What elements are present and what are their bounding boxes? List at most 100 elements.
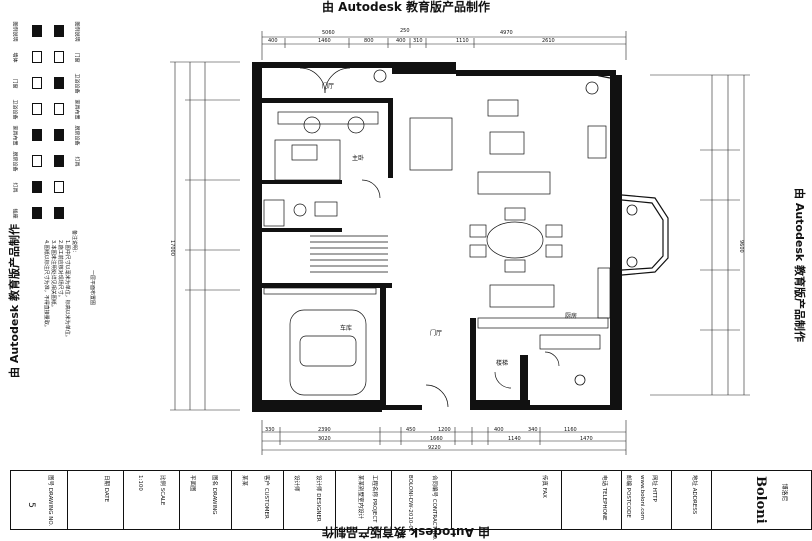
chair-shape: [303, 116, 321, 134]
room-label-entry: 门厅: [322, 82, 334, 90]
armchair-shape: [487, 99, 519, 117]
dim-text: 2610: [542, 38, 555, 44]
tb-value: 平面图: [189, 475, 195, 492]
dim-text: 400: [494, 427, 504, 433]
tb-label: 日期 DATE: [103, 475, 109, 503]
toilet-shape: [293, 203, 307, 217]
legend-symbol-icon: [32, 103, 42, 115]
plant-icon: [574, 374, 586, 386]
dim-text: 2390: [318, 427, 331, 433]
tb-label: 邮编 POSTCODE: [625, 475, 631, 518]
dim-text: 3020: [318, 436, 331, 442]
dim-text: 9220: [428, 445, 441, 451]
title-block: 图号 DRAWING NO. 日期 DATE 比例 SCALE 1:100 图名…: [10, 470, 812, 541]
tb-label: 工程名称 PROJECT: [371, 475, 377, 523]
wall-south-east: [530, 405, 610, 410]
legend-symbol-icon: [54, 103, 64, 115]
legend-symbol-icon: [32, 77, 42, 89]
wall-south-mid: [382, 405, 422, 410]
dim-text: 1460: [318, 38, 331, 44]
counter-shape: [597, 267, 611, 319]
wall-east: [610, 75, 622, 410]
wall-garage-north: [262, 283, 392, 288]
tb-label: 客户 CUSTOMER: [263, 475, 269, 519]
legend-symbol-icon: [54, 129, 64, 141]
dim-text: 400: [396, 38, 406, 44]
dim-text: 1140: [508, 436, 521, 442]
tb-cell-http: 网址 HTTP www.boloni.com 邮编 POSTCODE: [621, 471, 672, 529]
page-number: 5: [25, 502, 36, 508]
tb-value: 1:100: [137, 475, 143, 491]
tb-label: 图名 DRAWING: [211, 475, 217, 515]
dim-text: 310: [413, 38, 423, 44]
island-shape: [489, 284, 555, 308]
dim-text: 5060: [322, 30, 335, 36]
tb-cell-drawing: 图名 DRAWING 平面图: [179, 471, 232, 529]
dim-text: 340: [528, 427, 538, 433]
wall-closet: [520, 355, 528, 405]
tb-cell-designer: 设计师 DESIGNER 设计师: [283, 471, 336, 529]
dining-chair-shape: [545, 244, 563, 258]
dim-text: 9600: [738, 240, 744, 253]
room-label-bedroom: 主卧: [352, 154, 364, 162]
dim-text: 1470: [580, 436, 593, 442]
bed-shape: [274, 139, 341, 181]
legend-symbol-col: [30, 18, 44, 226]
wall-north-east: [456, 70, 616, 76]
plant-icon: [626, 256, 638, 268]
tb-cell-phone: 电话 TELEPHONE: [561, 471, 622, 529]
wall-north-mid: [392, 62, 456, 74]
legend-panel: 图例说明 墙体 门窗 卫浴设备 家具布置 厨房设备 灯具 插座: [8, 18, 88, 398]
tb-value: 某某别墅室内设计: [357, 475, 363, 520]
dining-chair-shape: [469, 244, 487, 258]
dim-text: 800: [364, 38, 374, 44]
tb-label: 网址 HTTP: [651, 475, 657, 502]
dining-chair-shape: [504, 207, 526, 221]
tb-label: 设计师 DESIGNER: [315, 475, 321, 522]
dim-text: 1110: [456, 38, 469, 44]
legend-symbol-icon: [54, 51, 64, 63]
wall-hall-west: [470, 318, 476, 408]
legend-symbol-icon: [54, 207, 64, 219]
legend-symbol-icon: [32, 155, 42, 167]
sofa-shape: [409, 117, 453, 171]
desk-shape: [277, 111, 379, 125]
room-label-stair: 楼梯: [496, 359, 508, 367]
dim-text: 250: [400, 28, 410, 34]
wardrobe-shape: [539, 334, 601, 350]
tb-value: BOLONI-DW-2010-01: [407, 475, 413, 533]
dim-text: 4970: [500, 30, 513, 36]
tb-cell-date: 日期 DATE: [67, 471, 124, 529]
plant-icon: [585, 81, 599, 95]
dim-text: 1200: [438, 427, 451, 433]
wall-south-garage: [252, 400, 382, 412]
legend-symbol-icon: [32, 51, 42, 63]
dim-text: 330: [265, 427, 275, 433]
wall-entry-bedroom: [262, 98, 392, 103]
sofa-shape: [477, 171, 551, 195]
tb-cell-customer: 客户 CUSTOMER 某某: [231, 471, 284, 529]
tb-cell-drawing-no: 图号 DRAWING NO.: [11, 471, 68, 529]
car-shape: [289, 309, 367, 396]
tb-label: 传真 FAX: [541, 475, 547, 498]
vanity-shape: [314, 201, 338, 217]
dimension-lines: [170, 31, 750, 455]
brand-logo: Boloni: [753, 476, 768, 524]
wall-bedroom-south: [262, 180, 342, 184]
tb-label: 电话 TELEPHONE: [601, 475, 607, 521]
dim-text: 1160: [564, 427, 577, 433]
garage-shelf-shape: [263, 287, 377, 295]
dim-text: 450: [406, 427, 416, 433]
table-shape: [489, 131, 525, 155]
walls: [252, 62, 622, 412]
stair-treads: [310, 235, 388, 273]
tb-cell-scale: 比例 SCALE 1:100: [123, 471, 180, 529]
wall-garage-east: [380, 283, 386, 408]
room-label-kitchen: 厨房: [565, 312, 577, 320]
tb-value: 某某: [241, 475, 247, 487]
dining-chair-shape: [504, 259, 526, 273]
tb-cell-fax: 传真 FAX: [451, 471, 562, 529]
wall-bedroom-east: [388, 98, 393, 178]
dim-text: 400: [268, 38, 278, 44]
